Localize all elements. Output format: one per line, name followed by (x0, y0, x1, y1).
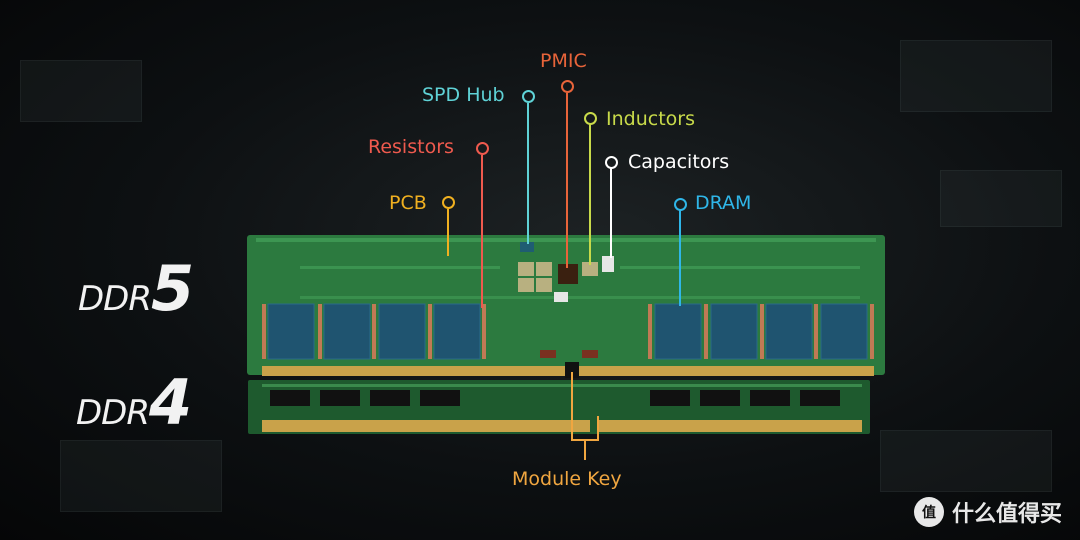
ddr4-prefix: DDR (76, 393, 150, 433)
pcb-label: PCB (389, 192, 427, 214)
ddr5-heading: DDR5 (78, 252, 194, 325)
ddr4-heading: DDR4 (76, 366, 192, 439)
resistors-label: Resistors (368, 136, 454, 158)
spd-hub-label: SPD Hub (422, 84, 505, 106)
watermark: 值 什么值得买 (913, 496, 1062, 528)
background-chip (20, 60, 142, 122)
background-chip (60, 440, 222, 512)
ddr5-number: 5 (151, 252, 194, 325)
capacitors-marker (605, 156, 618, 169)
watermark-text: 什么值得买 (951, 502, 1062, 527)
dram-marker (674, 198, 687, 211)
background-chip (940, 170, 1062, 227)
pmic-marker (561, 80, 574, 93)
inductors-label: Inductors (606, 108, 695, 130)
ddr4-number: 4 (149, 366, 192, 439)
ddr5-prefix: DDR (78, 279, 152, 319)
watermark-logo-icon: 值 (913, 497, 944, 527)
module-key-label: Module Key (512, 468, 622, 490)
background-chip (900, 40, 1052, 112)
resistors-marker (476, 142, 489, 155)
background-chip (880, 430, 1052, 492)
dram-label: DRAM (695, 192, 752, 214)
capacitors-label: Capacitors (628, 151, 730, 173)
ddr4-module (248, 380, 870, 434)
inductors-marker (584, 112, 597, 125)
spd-hub-marker (522, 90, 535, 103)
pcb-marker (442, 196, 455, 209)
pmic-label: PMIC (540, 50, 587, 72)
